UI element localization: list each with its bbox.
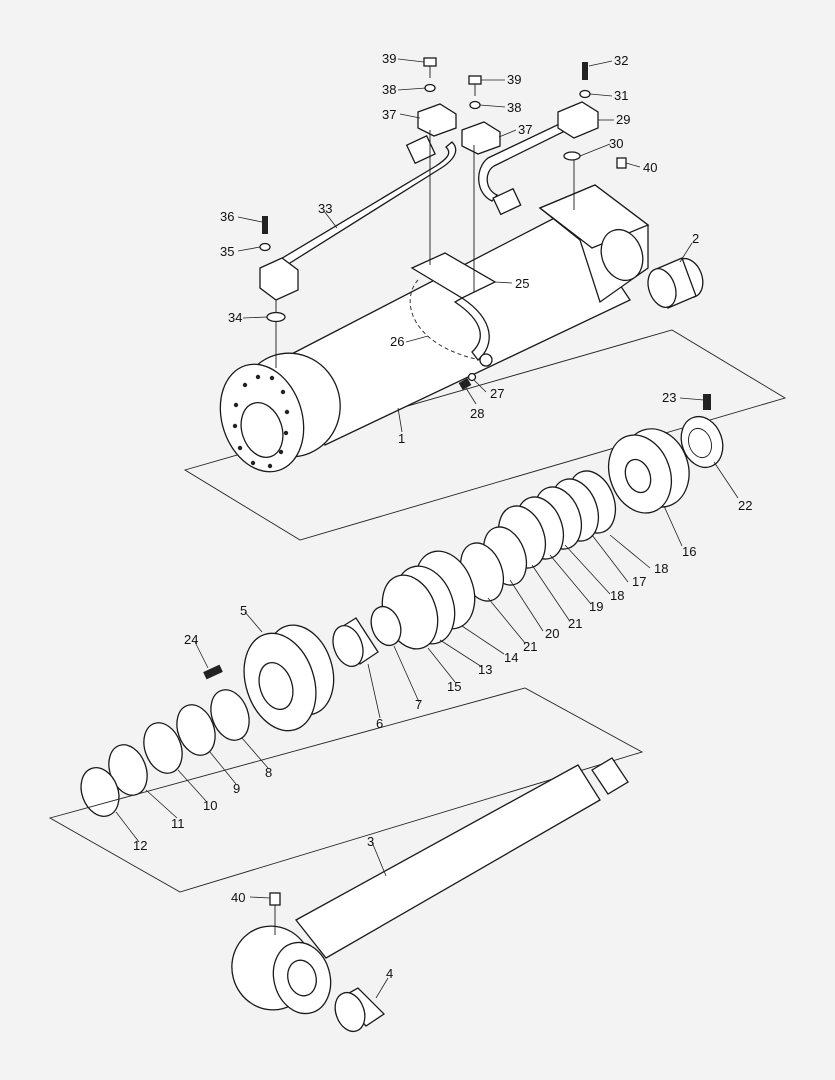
pipe-clamp-right <box>557 101 599 139</box>
label-18-a: 18 <box>654 561 668 576</box>
clamp-band-hidden <box>409 279 481 361</box>
oring-34 <box>266 311 286 323</box>
bolt-36 <box>262 216 268 234</box>
label-4: 4 <box>386 966 393 981</box>
label-29: 29 <box>616 112 630 127</box>
bolt-39-left <box>423 57 437 67</box>
label-27: 27 <box>490 386 504 401</box>
clamp-lug <box>479 353 493 367</box>
grease-nipple-40-bottom <box>269 892 281 906</box>
label-19: 19 <box>589 599 603 614</box>
label-20: 20 <box>545 626 559 641</box>
label-16: 16 <box>682 544 696 559</box>
label-12: 12 <box>133 838 147 853</box>
label-40-top: 40 <box>643 160 657 175</box>
label-1: 1 <box>398 431 405 446</box>
washer-27 <box>467 372 477 382</box>
bushing-2-front <box>647 268 677 308</box>
oring-30 <box>563 151 581 161</box>
label-39-left: 39 <box>382 51 396 66</box>
label-24: 24 <box>184 632 198 647</box>
rod-thread-end <box>591 757 629 795</box>
label-35: 35 <box>220 244 234 259</box>
label-7: 7 <box>415 697 422 712</box>
tube-eye-bore <box>600 228 644 282</box>
washer-38-right <box>469 100 481 110</box>
clamp-band <box>453 297 490 361</box>
label-40-bottom: 40 <box>231 890 245 905</box>
washer-35 <box>259 242 271 252</box>
label-3: 3 <box>367 834 374 849</box>
leader-lines <box>115 58 739 999</box>
label-17: 17 <box>632 574 646 589</box>
bushing-6-front <box>332 625 364 667</box>
label-21-a: 21 <box>568 616 582 631</box>
label-33: 33 <box>318 201 332 216</box>
label-15: 15 <box>447 679 461 694</box>
bolt-28 <box>458 378 472 390</box>
washer-38-left <box>424 83 436 93</box>
label-21-b: 21 <box>523 639 537 654</box>
label-37-right: 37 <box>518 122 532 137</box>
flange-bolt-holes <box>232 374 290 469</box>
label-31: 31 <box>614 88 628 103</box>
pipe-clamp-center <box>461 121 501 155</box>
bushing-4-front <box>334 991 366 1033</box>
label-30: 30 <box>609 136 623 151</box>
rod-group-frame <box>48 687 644 893</box>
bolt-32 <box>582 62 588 80</box>
tube-group-frame <box>183 329 787 541</box>
label-18-b: 18 <box>610 588 624 603</box>
label-36: 36 <box>220 209 234 224</box>
label-10: 10 <box>203 798 217 813</box>
set-screw-23 <box>703 394 711 410</box>
seal-10 <box>143 722 183 774</box>
label-32: 32 <box>614 53 628 68</box>
label-14: 14 <box>504 650 518 665</box>
label-38-right: 38 <box>507 100 521 115</box>
nut-22-bore <box>688 427 712 459</box>
label-39-right: 39 <box>507 72 521 87</box>
pipe-33 <box>278 141 457 269</box>
bolt-24 <box>203 664 223 680</box>
label-8: 8 <box>265 765 272 780</box>
piston-rod-group <box>48 687 644 1033</box>
label-26: 26 <box>390 334 404 349</box>
label-38-left: 38 <box>382 82 396 97</box>
ring-7 <box>370 605 402 647</box>
cylinder-tube-group <box>183 57 787 541</box>
bolt-39-right <box>468 75 482 85</box>
label-23: 23 <box>662 390 676 405</box>
pipe-block-left <box>259 257 299 301</box>
label-22: 22 <box>738 498 752 513</box>
seal-kit-group <box>80 394 724 817</box>
tube-flange-bore <box>240 402 284 458</box>
label-9: 9 <box>233 781 240 796</box>
label-6: 6 <box>376 716 383 731</box>
rod-eye-bore <box>287 959 317 997</box>
nut-22 <box>680 415 724 469</box>
label-34: 34 <box>228 310 242 325</box>
pipe-fitting-left <box>405 135 436 165</box>
gland-5-bore <box>258 661 294 711</box>
piston-rod-body <box>295 764 601 959</box>
grease-nipple-40-top <box>616 157 627 169</box>
label-2: 2 <box>692 231 699 246</box>
label-11: 11 <box>171 816 185 831</box>
pipe-clamp-left <box>417 103 457 137</box>
part-labels: 39 38 37 39 38 37 32 31 29 30 40 36 33 3… <box>133 51 752 981</box>
pipe-fitting-right <box>492 187 522 216</box>
seal-9 <box>176 704 216 756</box>
seal-8 <box>210 689 250 741</box>
label-28: 28 <box>470 406 484 421</box>
washer-31 <box>579 89 591 99</box>
label-13: 13 <box>478 662 492 677</box>
label-37-left: 37 <box>382 107 396 122</box>
label-5: 5 <box>240 603 247 618</box>
label-25: 25 <box>515 276 529 291</box>
seal-12 <box>80 767 120 817</box>
piston-16-bore <box>624 458 652 494</box>
